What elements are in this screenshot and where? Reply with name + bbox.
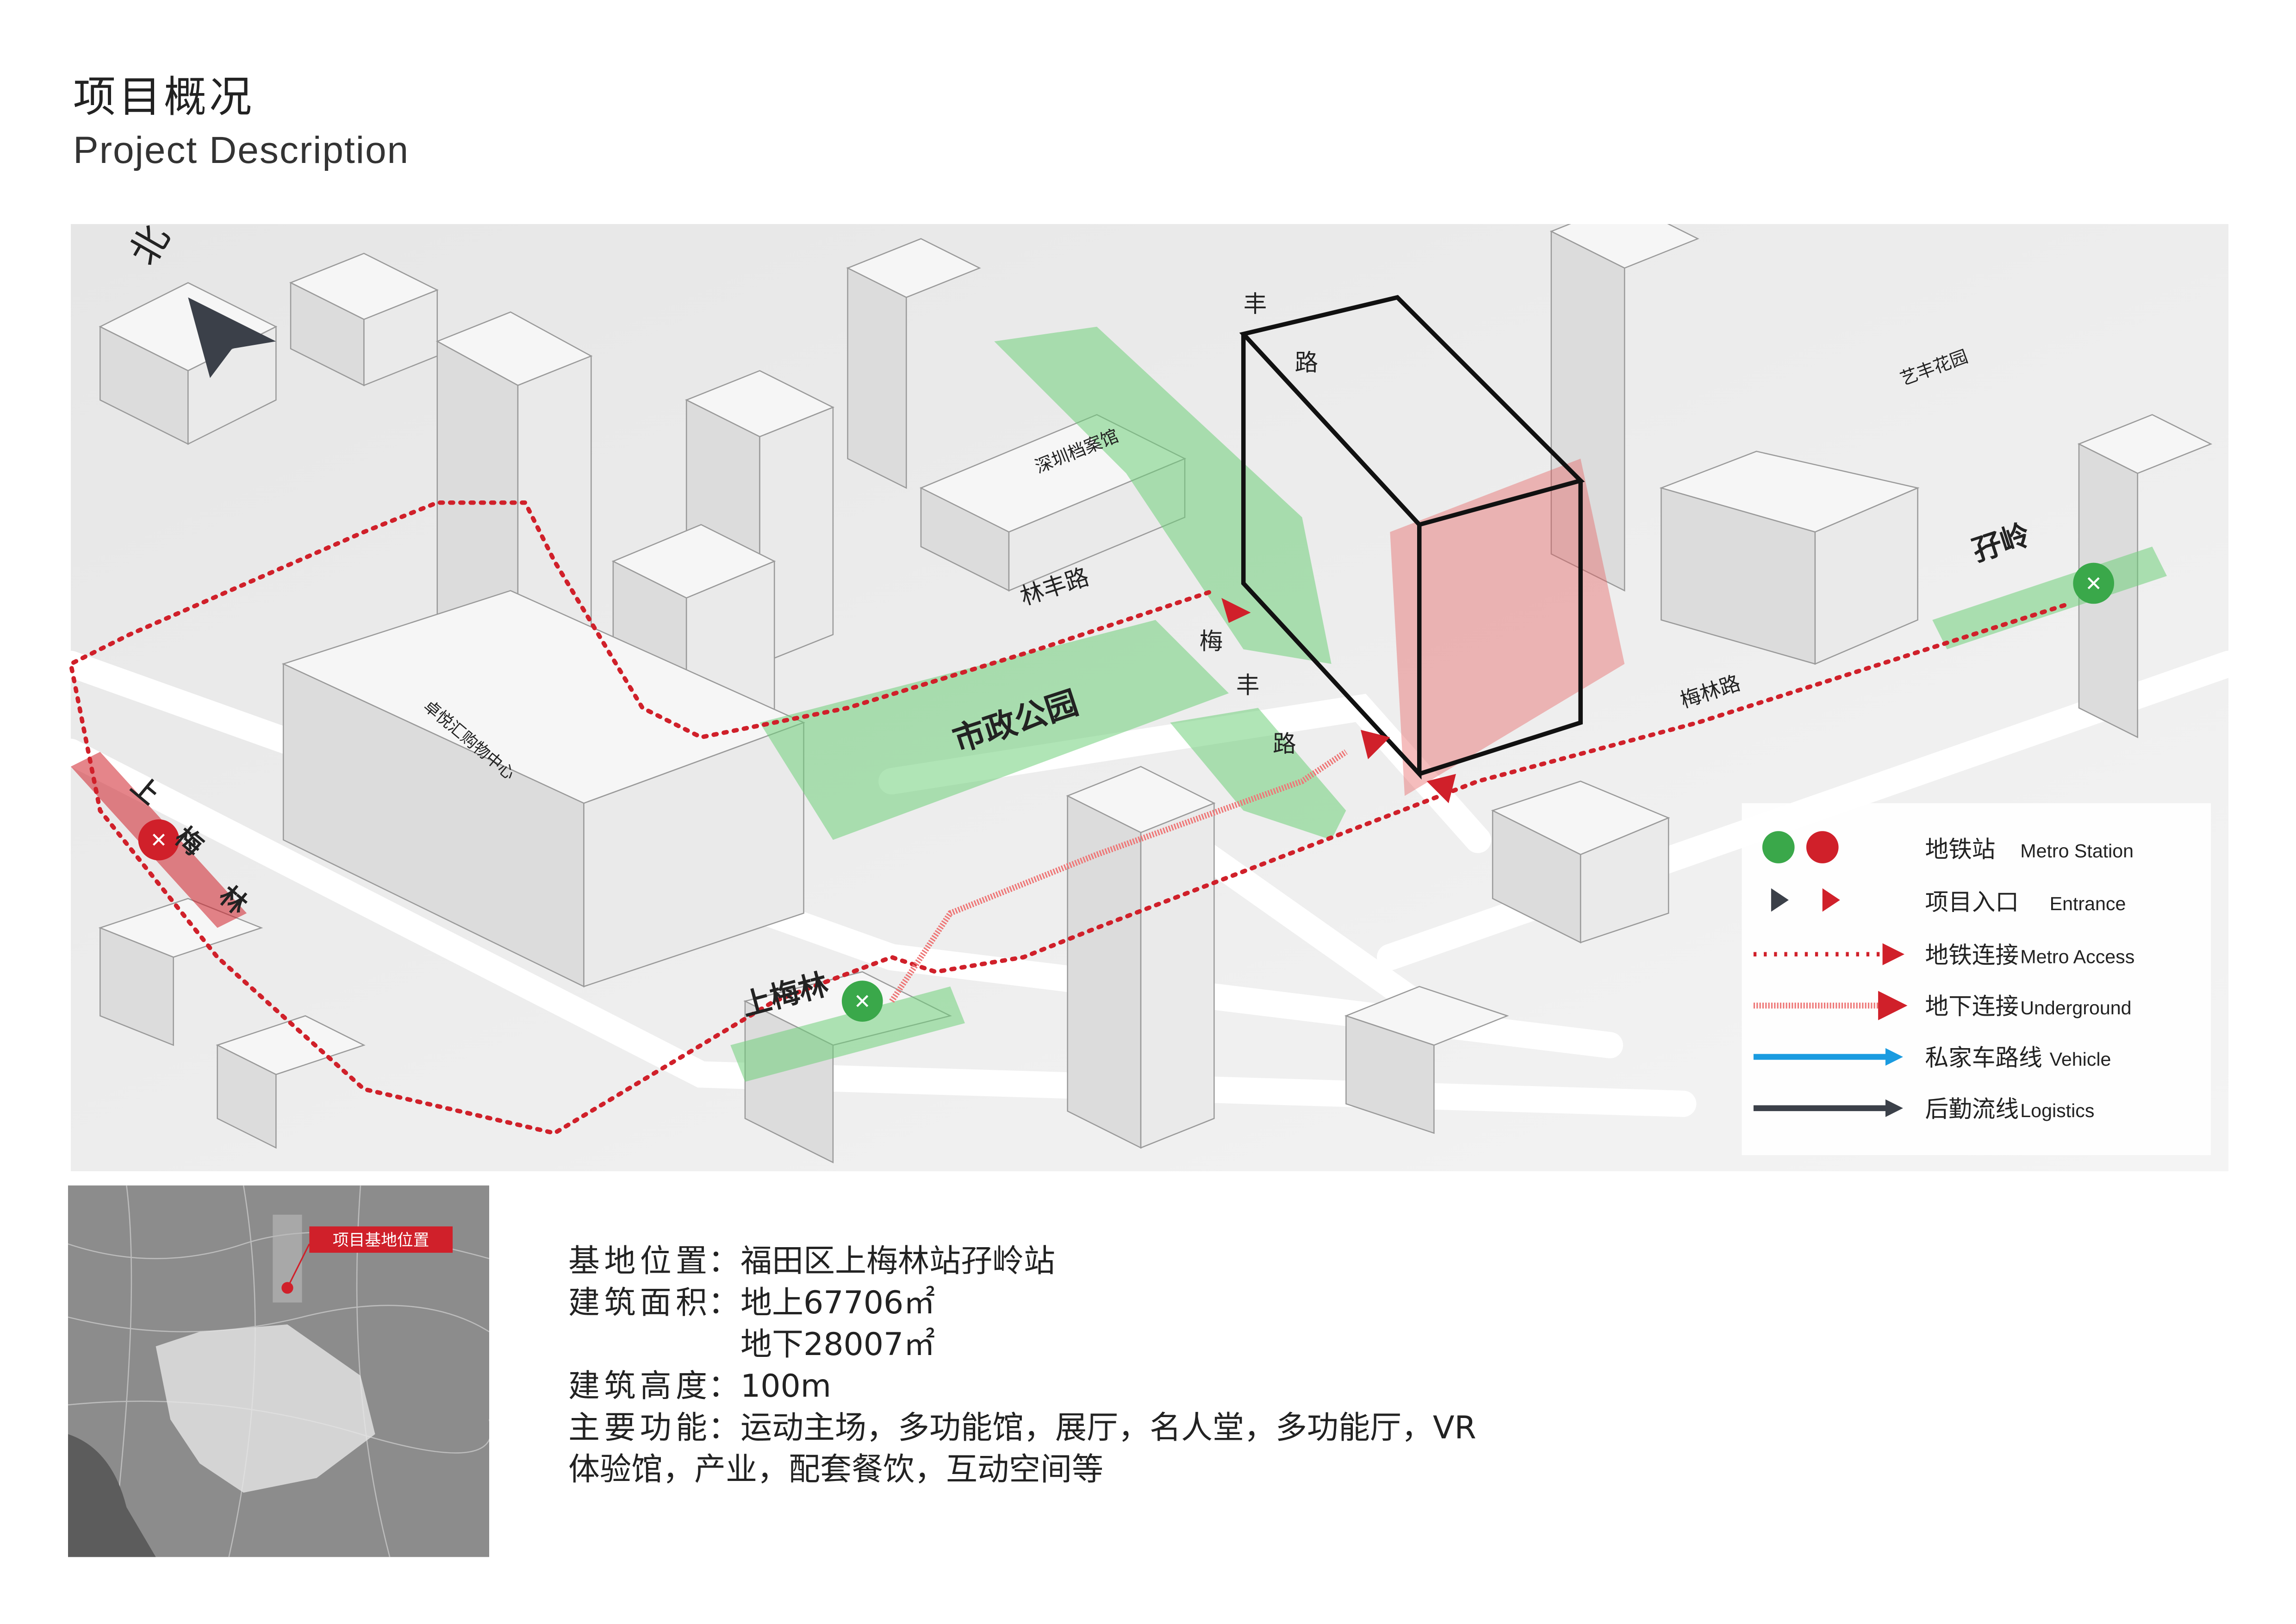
entrance-triangle-icon [1426,774,1456,804]
svg-text:✕: ✕ [2085,572,2102,596]
legend-item-logistics: 后勤流线 Logistics [1753,1095,2094,1123]
lin-feng-top-label: 丰 [1244,290,1267,318]
legend-item-underground: 地下连接 Underground [1753,991,2132,1020]
info-value: 地上67706㎡ [740,1285,935,1321]
info-sep: ： [708,1410,740,1446]
legend-label: 项目入口 [1925,888,2019,916]
mei-feng-road-label-2: 丰 [1236,671,1260,699]
bay-water [68,1434,156,1557]
legend-label: 地下连接 [1925,993,2019,1020]
info-row-height: 建筑高度 ： 100m [568,1366,1476,1407]
location-mini-map: 项目基地位置 [68,1185,489,1557]
metro-icon [1762,831,1795,863]
metro-icon: ✕ [2073,562,2115,604]
info-value: 100m [740,1368,832,1405]
entrance-triangle-icon [1361,730,1390,760]
mei-feng-road-label-1: 梅 [1200,627,1223,655]
context-buildings [98,224,2213,1164]
info-row-functions: 主要功能 ： 运动主场，多功能馆，展厅，名人堂，多功能厅，VR [568,1407,1476,1449]
underground-route [889,749,1348,1003]
info-key: 基地位置 [568,1243,707,1280]
project-info: 基地位置 ： 福田区上梅林站孖岭站 建筑面积 ： 地上67706㎡ 地下2800… [568,1241,1476,1491]
info-sep: ： [708,1243,740,1280]
legend-label: 地铁站 [1925,836,1995,863]
metro-icon [1806,831,1839,863]
metro-icon: ✕ [841,981,883,1022]
municipal-park-zone [759,620,1229,840]
page-subtitle: Project Description [73,129,410,171]
info-row-area: 建筑面积 ： 地上67706㎡ [568,1282,1476,1324]
legend-label: 后勤流线 [1925,1095,2019,1123]
svg-text:✕: ✕ [150,829,167,852]
site-axonometric-map: ✕ ✕ ✕ 北 市政公园 深圳档案馆 卓悦汇购物中心 艺丰花园 林丰路 梅林路 … [68,224,2231,1171]
info-row-area-underground: 地下28007㎡ [568,1324,1476,1366]
legend: 地铁站 Metro Station 项目入口 Entrance 地铁连接 Met… [1742,803,2211,1156]
legend-item-metro: 地铁站 Metro Station [1762,831,2134,863]
page-header: 项目概况 Project Description [73,69,409,176]
archive-zone [994,326,1332,664]
info-key: 主要功能 [568,1410,707,1446]
legend-label: 私家车路线 [1925,1044,2042,1071]
entrance-triangle-icon [1771,888,1789,912]
info-sep: ： [708,1368,740,1405]
futian-district-area [156,1324,375,1493]
entrance-triangle-icon [1822,888,1840,912]
info-value: 地下28007㎡ [740,1326,935,1363]
info-sep: ： [708,1285,740,1321]
site-location-label: 项目基地位置 [333,1231,429,1249]
legend-item-metro-access: 地铁连接 Metro Access [1753,941,2134,968]
svg-text:✕: ✕ [854,990,871,1013]
legend-label-en: Metro Access [2020,946,2134,967]
info-key: 建筑高度 [568,1368,707,1405]
entrance-markers [1221,598,1456,804]
legend-label-en: Underground [2020,997,2131,1018]
page-title: 项目概况 [73,72,255,122]
info-value: 运动主场，多功能馆，展厅，名人堂，多功能厅，VR [740,1410,1476,1446]
shangmeilin-station-zone [730,986,965,1082]
info-value: 福田区上梅林站孖岭站 [740,1243,1056,1280]
legend-label-en: Logistics [2020,1100,2094,1121]
info-row-location: 基地位置 ： 福田区上梅林站孖岭站 [568,1241,1476,1282]
lin-feng-top2-label: 路 [1295,349,1319,376]
project-tower [1239,295,1585,780]
metro-access-route [68,500,2067,1136]
mei-feng-road-label-3: 路 [1273,730,1296,757]
info-value: 体验馆，产业，配套餐饮，互动空间等 [568,1451,1104,1488]
legend-item-entrance: 项目入口 Entrance [1771,888,2126,916]
red-view-cone [1390,458,1625,796]
legend-item-vehicle: 私家车路线 Vehicle [1753,1044,2111,1071]
legend-label-en: Vehicle [2050,1049,2111,1070]
entrance-triangle-icon [1221,598,1251,623]
legend-label: 地铁连接 [1925,941,2019,968]
metro-icon: ✕ [138,819,180,861]
info-key: 建筑面积 [568,1285,707,1321]
legend-label-en: Metro Station [2020,840,2134,862]
legend-label-en: Entrance [2050,893,2126,914]
info-row-functions-cont: 体验馆，产业，配套餐饮，互动空间等 [568,1449,1476,1491]
